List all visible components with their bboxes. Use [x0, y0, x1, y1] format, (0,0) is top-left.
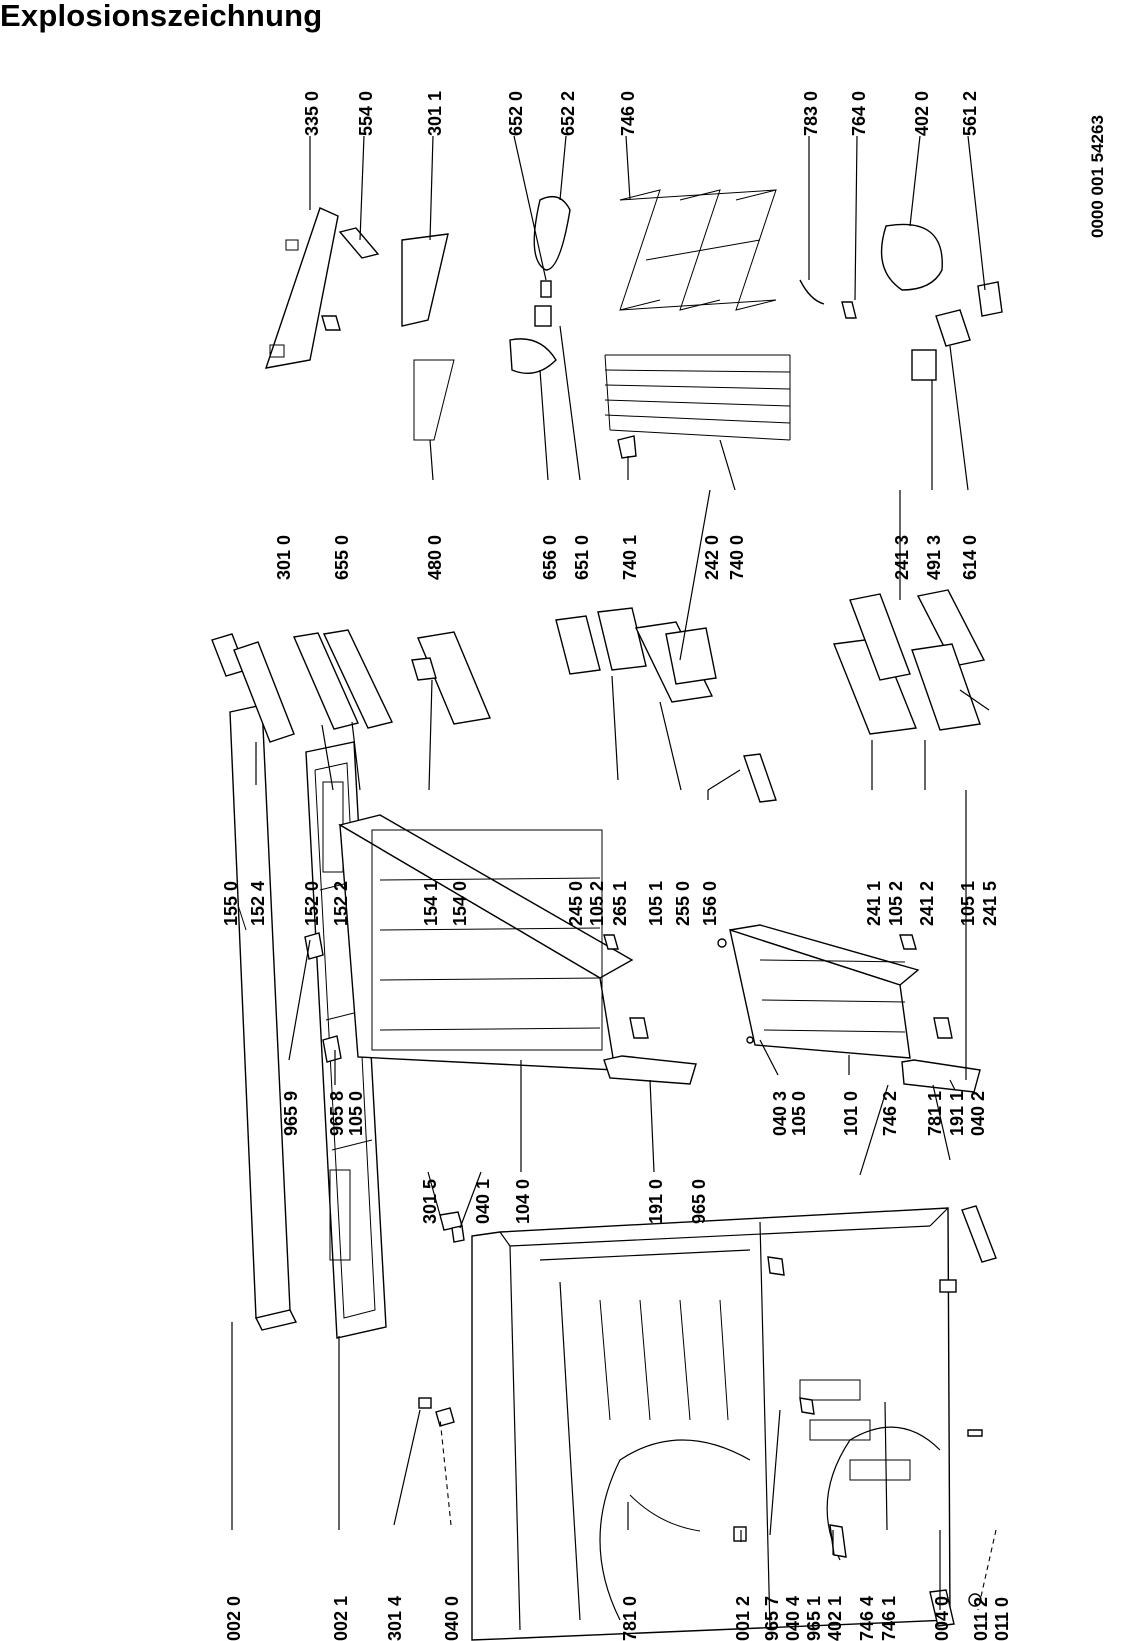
part-label: 105 1 — [646, 881, 666, 926]
part-label: 152 0 — [302, 881, 322, 926]
part-label: 746 4 — [857, 1596, 877, 1641]
part-label: 241 5 — [980, 881, 1000, 926]
part-labels-col1: 002 0 002 1 301 4 040 0 — [224, 1596, 462, 1641]
part-label: 011 0 — [992, 1597, 1012, 1641]
part-labels-col3: 301 5 040 1 104 0 191 0 965 0 — [420, 1179, 709, 1224]
part-label: 746 0 — [618, 91, 638, 136]
part-label: 740 0 — [727, 535, 747, 580]
document-number: 0000 001 54263 — [1088, 115, 1107, 238]
part-label: 764 0 — [849, 91, 869, 136]
part-label: 040 2 — [968, 1091, 988, 1136]
part-label: 651 0 — [572, 535, 592, 580]
part-label: 191 1 — [947, 1091, 967, 1136]
part-label: 965 0 — [689, 1179, 709, 1224]
part-label: 105 1 — [958, 881, 978, 926]
part-label: 105 2 — [587, 881, 607, 926]
part-label: 614 0 — [960, 535, 980, 580]
part-label: 480 0 — [425, 535, 445, 580]
part-label: 040 3 — [770, 1091, 790, 1136]
part-label: 781 0 — [620, 1596, 640, 1641]
part-label: 104 0 — [513, 1179, 533, 1224]
part-label: 245 0 — [566, 881, 586, 926]
part-label: 040 4 — [783, 1596, 803, 1641]
part-labels-col5: 155 0 152 4 152 0 152 2 154 1 154 0 — [221, 881, 470, 926]
part-label: 011 2 — [971, 1597, 991, 1641]
crisper-bins-parts — [833, 589, 986, 735]
part-label: 740 1 — [620, 535, 640, 580]
part-labels-col9: 335 0 554 0 301 1 652 0 652 2 746 0 783 … — [302, 91, 980, 136]
part-label: 652 0 — [506, 91, 526, 136]
part-label: 655 0 — [332, 535, 352, 580]
part-label: 002 1 — [331, 1596, 351, 1641]
compressor-parts — [799, 223, 1003, 381]
page-title: Explosionszeichnung — [0, 0, 323, 33]
part-label: 154 0 — [450, 881, 470, 926]
part-label: 241 3 — [892, 535, 912, 580]
part-label: 242 0 — [702, 535, 722, 580]
part-label: 301 4 — [385, 1596, 405, 1641]
part-label: 191 0 — [646, 1179, 666, 1224]
part-label: 265 1 — [610, 881, 630, 926]
part-label: 554 0 — [356, 91, 376, 136]
part-label: 656 0 — [540, 535, 560, 580]
part-label: 491 3 — [924, 535, 944, 580]
door-shelves-parts — [211, 629, 491, 743]
part-label: 105 0 — [789, 1091, 809, 1136]
part-label: 561 2 — [960, 91, 980, 136]
part-labels-col4a: 965 9 965 8 105 0 — [281, 1091, 366, 1136]
part-labels-col4b: 040 3 105 0 101 0 746 2 781 1 191 1 040 … — [770, 1091, 988, 1136]
part-label: 301 0 — [274, 535, 294, 580]
part-labels-col2: 781 0 001 2 965 7 040 4 965 1 402 1 746 … — [620, 1596, 1012, 1641]
part-label: 152 4 — [248, 881, 268, 926]
part-labels-col7: 241 1 105 2 241 2 105 1 241 5 — [864, 881, 1000, 926]
part-label: 040 1 — [473, 1179, 493, 1224]
part-labels-col8: 301 0 655 0 480 0 656 0 651 0 740 1 242 … — [274, 535, 980, 580]
freezer-door-part — [338, 814, 634, 1071]
part-label: 152 2 — [331, 881, 351, 926]
freezer-drawers-parts — [555, 607, 777, 803]
part-label: 105 0 — [346, 1091, 366, 1136]
fridge-door-part — [729, 924, 920, 1059]
condenser-part — [619, 189, 777, 311]
control-panel-part — [264, 207, 455, 441]
part-label: 402 0 — [912, 91, 932, 136]
part-label: 965 7 — [762, 1596, 782, 1641]
leader-lines — [231, 135, 997, 1611]
part-label: 652 2 — [558, 91, 578, 136]
part-label: 101 0 — [841, 1091, 861, 1136]
top-cover-part — [229, 704, 298, 1331]
evaporator-part — [604, 354, 791, 459]
part-label: 154 1 — [421, 881, 441, 926]
cabinet-body-part — [471, 1207, 951, 1641]
cabinet-small-parts — [629, 1205, 997, 1627]
fan-parts — [509, 196, 571, 374]
part-label: 241 1 — [864, 881, 884, 926]
part-label: 004 0 — [932, 1596, 952, 1641]
part-label: 783 0 — [801, 91, 821, 136]
part-label: 001 2 — [733, 1596, 753, 1641]
small-clip-parts — [418, 1211, 465, 1427]
part-label: 255 0 — [673, 881, 693, 926]
part-label: 301 5 — [420, 1179, 440, 1224]
part-label: 402 1 — [825, 1596, 845, 1641]
part-label: 746 1 — [879, 1596, 899, 1641]
part-label: 155 0 — [221, 881, 241, 926]
part-label: 002 0 — [224, 1596, 244, 1641]
part-label: 965 8 — [327, 1091, 347, 1136]
part-label: 156 0 — [700, 881, 720, 926]
part-label: 040 0 — [442, 1596, 462, 1641]
part-label: 335 0 — [302, 91, 322, 136]
part-label: 301 1 — [425, 91, 445, 136]
part-labels-col6: 245 0 105 2 265 1 105 1 255 0 156 0 — [566, 881, 720, 926]
door-small-parts — [304, 932, 981, 1093]
part-label: 105 2 — [886, 881, 906, 926]
part-label: 781 1 — [925, 1091, 945, 1136]
part-label: 965 1 — [804, 1596, 824, 1641]
part-label: 241 2 — [917, 881, 937, 926]
part-label: 746 2 — [880, 1091, 900, 1136]
part-label: 965 9 — [281, 1091, 301, 1136]
